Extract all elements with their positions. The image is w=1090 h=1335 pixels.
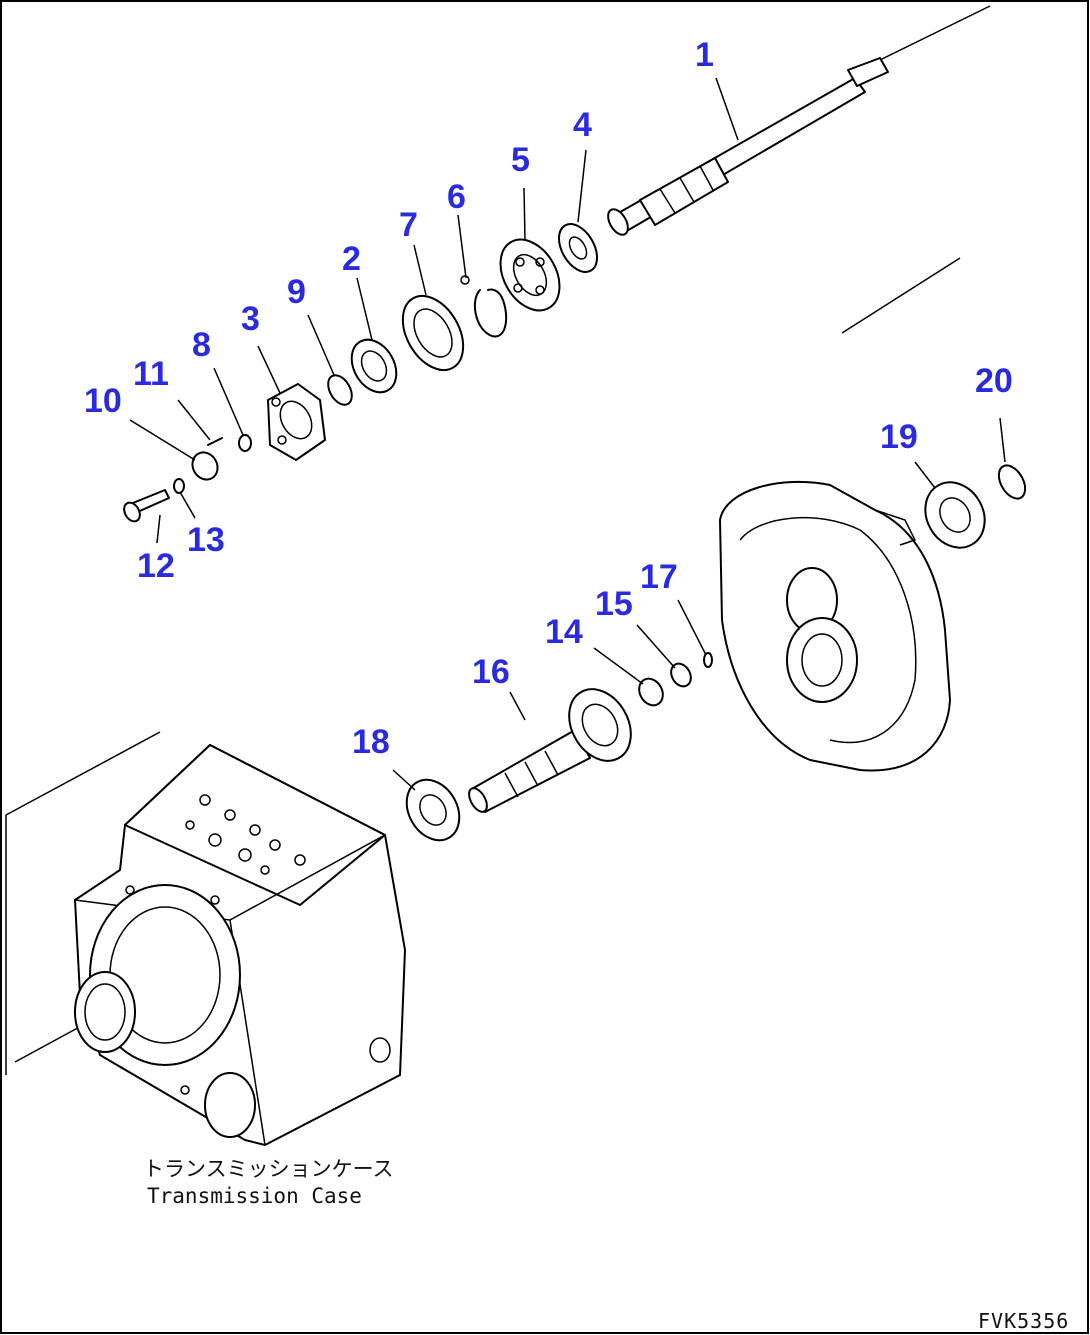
callout-1: 1: [695, 36, 714, 74]
part-11-pin: [207, 437, 223, 446]
callout-4: 4: [573, 106, 592, 144]
part-14-collar: [638, 677, 664, 707]
callout-19: 19: [880, 418, 918, 456]
callout-14: 14: [545, 613, 583, 651]
part-15-collar: [670, 662, 692, 688]
caption-english: Transmission Case: [147, 1184, 362, 1208]
part-7-bearing: [401, 295, 465, 371]
part-3-cover: [267, 383, 326, 461]
callout-20: 20: [975, 362, 1013, 400]
callout-3: 3: [241, 300, 260, 338]
callout-7: 7: [399, 206, 418, 244]
part-19-bearing: [924, 481, 986, 549]
part-5-bearing: [499, 238, 561, 312]
part-1-shaft: [607, 57, 889, 236]
callout-18: 18: [352, 723, 390, 761]
callout-6: 6: [447, 178, 466, 216]
part-18-bearing: [405, 778, 461, 842]
callout-12: 12: [137, 547, 175, 585]
part-8-plug: [238, 434, 252, 452]
callout-8: 8: [192, 326, 211, 364]
callout-labels: 1 2 3 4 5 6 7 8 9 10 11 12 13 14 15 16 1…: [84, 36, 1013, 761]
valve-holes: [185, 794, 306, 875]
callout-17: 17: [640, 558, 678, 596]
reference-lines: [5, 5, 991, 1075]
part-16-gear-shaft: [468, 688, 632, 813]
callout-2: 2: [342, 240, 361, 278]
callout-10: 10: [84, 382, 122, 420]
leader-lines: [129, 77, 1006, 791]
part-13-washer: [173, 478, 185, 494]
callout-15: 15: [595, 585, 633, 623]
part-20-snap-ring: [997, 464, 1027, 500]
part-6-snap-ring: [460, 275, 508, 338]
transmission-case: [74, 744, 406, 1146]
callout-13: 13: [187, 521, 225, 559]
callout-9: 9: [287, 273, 306, 311]
part-10-plate: [191, 451, 219, 481]
drawing-code: FVK5356: [978, 1309, 1069, 1333]
callout-11: 11: [133, 355, 169, 393]
callout-5: 5: [511, 141, 530, 179]
caption-japanese: トランスミッションケース: [143, 1157, 394, 1181]
callout-16: 16: [472, 653, 510, 691]
part-9-washer: [327, 374, 353, 406]
part-4-bearing: [558, 223, 598, 273]
part-2-bearing: [350, 338, 398, 394]
part-12-bolt: [123, 489, 170, 523]
part-17-ring: [703, 652, 713, 668]
output-housing: [719, 481, 951, 772]
